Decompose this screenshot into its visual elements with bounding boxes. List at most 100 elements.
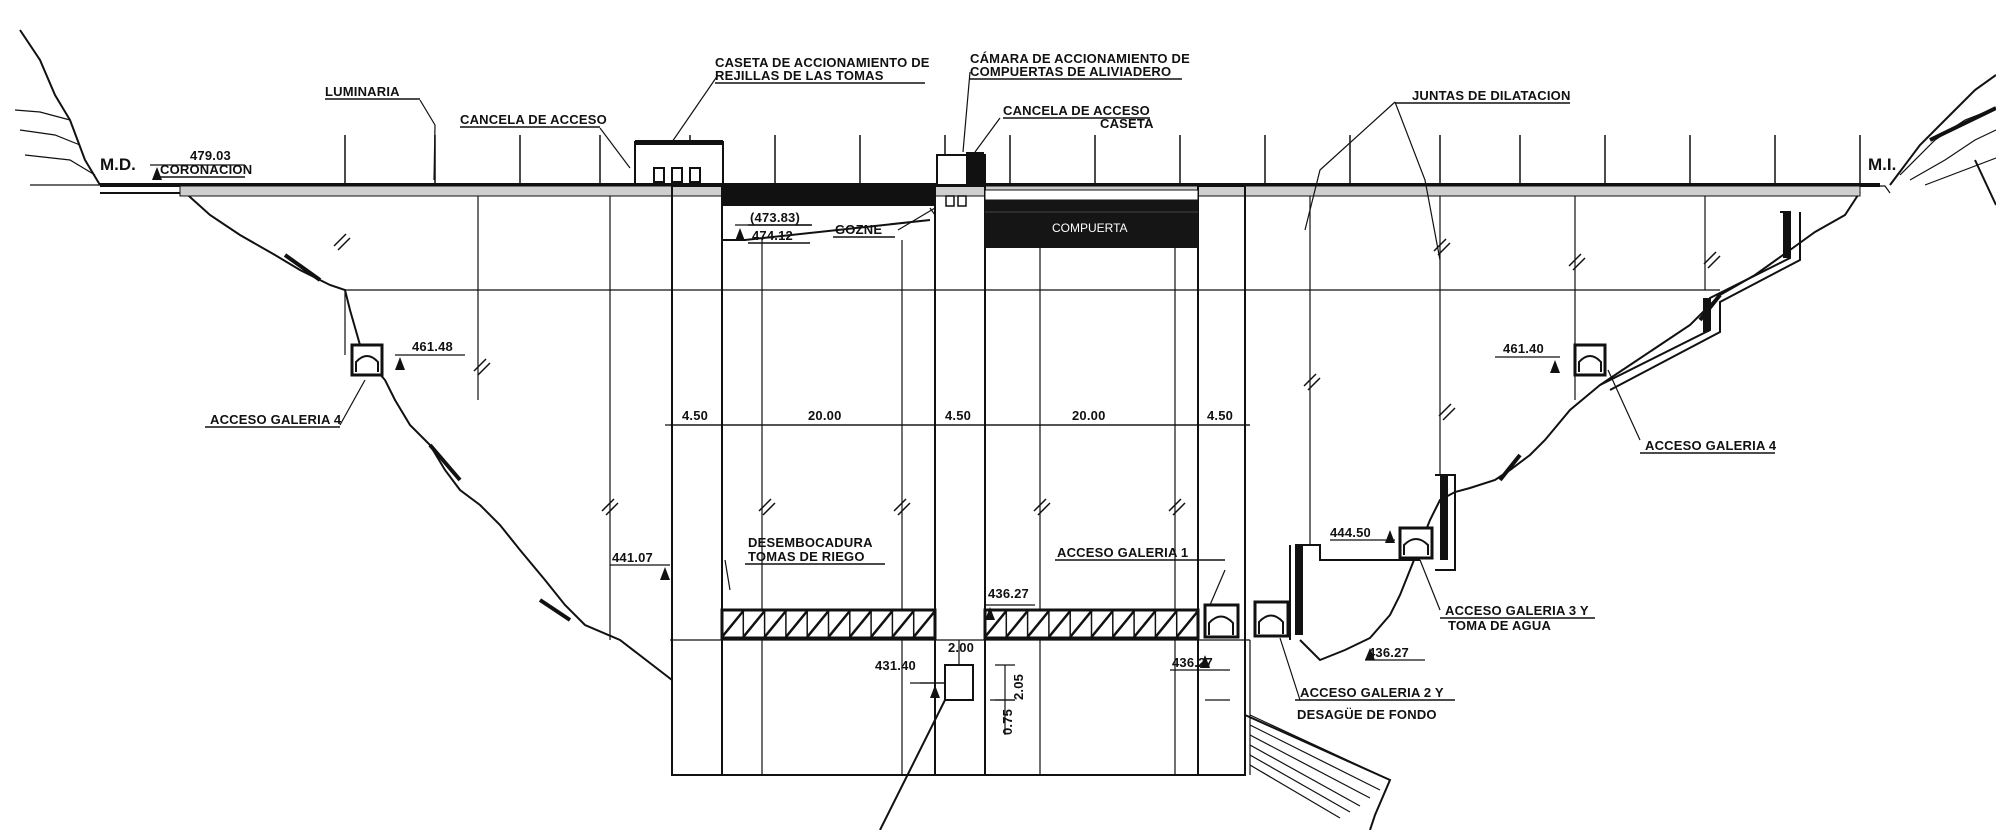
label-dim-200: 2.00 <box>948 640 974 655</box>
gallery-2 <box>1253 600 1290 638</box>
label-dim-450-a: 4.50 <box>682 408 708 423</box>
label-coronacion: CORONACION <box>160 162 252 177</box>
discharge-chute <box>1244 640 1392 830</box>
label-acceso-gal3-1: ACCESO GALERIA 3 Y <box>1445 603 1589 618</box>
truss-diagonal <box>806 610 830 638</box>
break-mark <box>473 358 487 372</box>
label-elev-47383: (473.83) <box>750 210 800 225</box>
break-mark <box>1438 403 1452 417</box>
break-mark <box>1303 373 1317 387</box>
break-mark <box>601 498 615 512</box>
truss-diagonal <box>1154 610 1178 638</box>
label-coronacion-elev: 479.03 <box>190 148 231 163</box>
break-mark <box>1033 498 1047 512</box>
label-gozne: GOZNE <box>835 222 882 237</box>
truss-diagonal <box>763 610 787 638</box>
leader-lines <box>339 71 1641 701</box>
truss-diagonal <box>912 610 936 638</box>
label-luminaria: LUMINARIA <box>325 84 400 99</box>
truss-diagonal <box>870 610 894 638</box>
label-elev-43627-b: 436.27 <box>1172 655 1213 670</box>
break-marks <box>333 233 1721 516</box>
gallery-left-4 <box>350 343 384 377</box>
truss-diagonal <box>827 610 851 638</box>
truss-diagonal <box>1026 610 1050 638</box>
break-mark <box>1707 255 1721 269</box>
gallery-3 <box>1398 526 1434 560</box>
break-mark <box>605 502 619 516</box>
label-md: M.D. <box>100 155 136 174</box>
label-elev-43627-c: 436.27 <box>1368 645 1409 660</box>
label-caseta-accionamiento-2: REJILLAS DE LAS TOMAS <box>715 68 884 83</box>
truss-diagonal <box>784 610 809 638</box>
truss-diagonal <box>848 610 873 638</box>
label-elev-44450: 444.50 <box>1330 525 1371 540</box>
label-elev-47412: 474.12 <box>752 228 793 243</box>
break-mark <box>1437 242 1451 256</box>
truss-diagonal <box>984 610 1008 638</box>
label-caseta-accionamiento-1: CASETA DE ACCIONAMIENTO DE <box>715 55 930 70</box>
break-mark <box>893 498 907 512</box>
label-cancela-acceso: CANCELA DE ACCESO <box>460 112 607 127</box>
break-mark <box>762 502 776 516</box>
label-desemb-2: TOMAS DE RIEGO <box>748 549 865 564</box>
break-mark <box>1433 238 1447 252</box>
gallery-1 <box>1203 603 1240 639</box>
camara-compuertas <box>936 152 986 207</box>
label-cancela-caseta-2: CASETA <box>1100 116 1154 131</box>
label-acceso-gal1: ACCESO GALERIA 1 <box>1057 545 1188 560</box>
truss-diagonal <box>1047 610 1072 638</box>
label-dim-450-b: 4.50 <box>945 408 971 423</box>
label-compuerta: COMPUERTA <box>1052 221 1128 235</box>
label-dim-450-c: 4.50 <box>1207 408 1233 423</box>
elevation-markers <box>150 164 1560 701</box>
label-juntas: JUNTAS DE DILATACION <box>1412 88 1571 103</box>
label-cancela-caseta-1: CANCELA DE ACCESO <box>1003 103 1150 118</box>
label-camara-accionamiento-2: COMPUERTAS DE ALIVIADERO <box>970 64 1171 79</box>
truss-diagonal <box>721 610 745 638</box>
dimension-line <box>665 415 1250 435</box>
label-mi: M.I. <box>1868 155 1896 174</box>
truss-diagonal <box>742 610 766 638</box>
truss-diagonal <box>1175 610 1199 638</box>
break-mark <box>1568 253 1582 267</box>
break-mark <box>1307 377 1321 391</box>
truss-diagonal <box>891 610 915 638</box>
break-mark <box>1442 407 1456 421</box>
break-mark <box>477 362 491 376</box>
break-mark <box>1572 257 1586 271</box>
label-elev-left-gal4: 461.48 <box>412 339 453 354</box>
truss-diagonal <box>1111 610 1136 638</box>
caseta-rejillas <box>634 140 724 185</box>
label-acceso-gal4-left: ACCESO GALERIA 4 <box>210 412 342 427</box>
break-mark <box>758 498 772 512</box>
dam-body <box>344 185 1720 776</box>
break-mark <box>1037 502 1051 516</box>
break-mark <box>333 233 347 247</box>
label-dim-2000-a: 20.00 <box>808 408 842 423</box>
text-labels: M.D. M.I. 479.03 CORONACION LUMINARIA CA… <box>100 51 1896 735</box>
label-desemb-1: DESEMBOCADURA <box>748 535 873 550</box>
truss-diagonal <box>1005 610 1029 638</box>
break-mark <box>1168 498 1182 512</box>
truss-band <box>720 608 1200 640</box>
terrain-right <box>1289 74 1996 662</box>
truss-diagonal <box>1090 610 1114 638</box>
label-elev-43627-a: 436.27 <box>988 586 1029 601</box>
gallery-right-4 <box>1573 343 1607 377</box>
break-mark <box>1703 251 1717 265</box>
truss-diagonal <box>1133 610 1157 638</box>
label-acceso-gal3-2: TOMA DE AGUA <box>1448 618 1551 633</box>
break-mark <box>897 502 911 516</box>
label-camara-accionamiento-1: CÁMARA DE ACCIONAMIENTO DE <box>970 51 1190 66</box>
label-elev-right-gal4: 461.40 <box>1503 341 1544 356</box>
truss-diagonal <box>1069 610 1093 638</box>
label-acceso-gal2-2: DESAGÜE DE FONDO <box>1297 707 1437 722</box>
break-mark <box>337 237 351 251</box>
label-dim-205: 2.05 <box>1011 674 1026 700</box>
label-acceso-gal4-right: ACCESO GALERIA 4 <box>1645 438 1777 453</box>
label-dim-075: 0.75 <box>1000 709 1015 735</box>
terrain-left <box>14 29 673 681</box>
